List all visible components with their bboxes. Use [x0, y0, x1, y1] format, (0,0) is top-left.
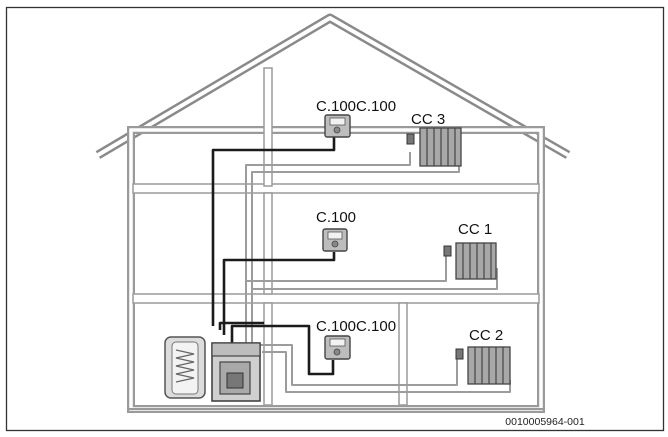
upper-floor-slab [132, 183, 540, 194]
radiator-cc2 [455, 346, 511, 385]
upper-partition [263, 192, 273, 295]
diagram-border [5, 6, 665, 432]
controller-top [324, 114, 351, 138]
basement-partition-left [263, 302, 273, 406]
reference-number: 0010005964-001 [505, 416, 585, 428]
controller-bottom [324, 335, 351, 360]
label-controller-top: C.100C.100 [316, 98, 396, 115]
label-cc3: CC 3 [411, 111, 445, 128]
attic-partition [263, 67, 273, 187]
label-controller-bottom: C.100C.100 [316, 318, 396, 335]
middle-floor-slab [132, 293, 540, 304]
house-structure [95, 13, 571, 413]
radiator-cc1 [443, 242, 497, 280]
controller-mid [322, 228, 348, 252]
hot-water-cylinder [164, 336, 206, 399]
label-cc2: CC 2 [469, 327, 503, 344]
basement-partition-right [398, 302, 408, 406]
label-cc1: CC 1 [458, 221, 492, 238]
label-controller-mid: C.100 [316, 209, 356, 226]
boiler [211, 342, 261, 402]
radiator-cc3 [406, 127, 462, 167]
